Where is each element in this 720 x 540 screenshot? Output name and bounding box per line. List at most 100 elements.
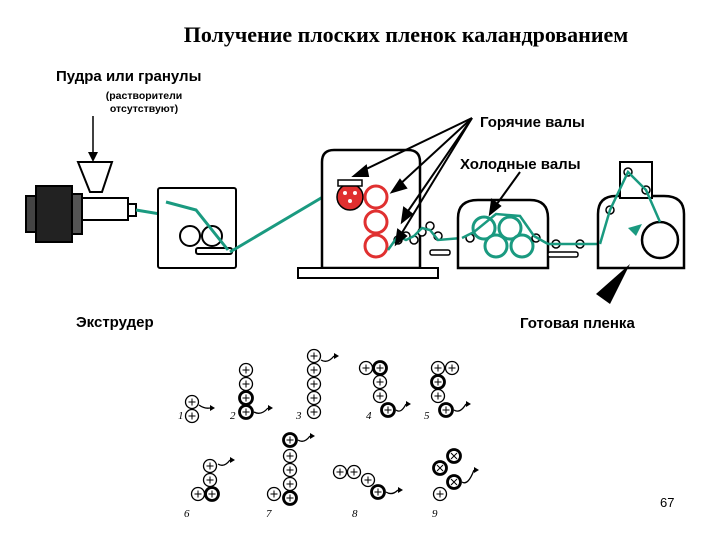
hot-roll-4	[363, 233, 389, 259]
extruder-coupling	[71, 193, 83, 235]
config-roll-mark	[336, 468, 344, 476]
config-roll-mark	[436, 490, 444, 498]
config-roll-mark	[442, 406, 450, 414]
finished-film-arrow	[596, 264, 630, 304]
film-path-7	[598, 169, 662, 245]
config-number: 5	[424, 410, 430, 422]
cold-roll-4	[509, 233, 535, 259]
extruder-motor	[35, 185, 73, 243]
config-arrowhead	[474, 467, 479, 473]
config-roll-mark	[242, 408, 250, 416]
cold-rolls-arrow	[488, 171, 521, 217]
config-roll-mark	[188, 412, 196, 420]
hot-roll-3	[363, 209, 389, 235]
cold-rolls-label: Холодные валы	[460, 156, 581, 173]
pre-roll-unit	[157, 187, 237, 269]
pre-roll-1	[179, 225, 201, 247]
config-roll-mark	[310, 394, 318, 402]
cold-roll-1	[471, 215, 497, 241]
config-roll-mark	[376, 392, 384, 400]
config-roll-mark	[350, 468, 358, 476]
cold-roll-3	[483, 233, 509, 259]
config-roll-mark	[188, 398, 196, 406]
extruder-die	[127, 203, 137, 217]
hot-roll-1	[336, 183, 364, 211]
page-number: 67	[660, 495, 675, 510]
config-roll-mark	[310, 366, 318, 374]
winding-roll	[640, 220, 680, 260]
config-arrowhead	[230, 457, 235, 463]
config-film-arrow	[395, 403, 407, 412]
config-roll-mark	[286, 452, 294, 460]
powder-note-2: отсутствуют)	[109, 103, 179, 115]
config-roll-mark	[434, 364, 442, 372]
cold-roll-2	[497, 215, 523, 241]
config-roll-mark	[242, 380, 250, 388]
config-number: 3	[296, 410, 302, 422]
config-arrowhead	[334, 353, 339, 359]
config-number: 9	[432, 508, 438, 520]
hot-rolls-arrows	[351, 117, 473, 247]
film-path-2	[165, 200, 230, 251]
config-roll-mark	[362, 364, 370, 372]
extruder-flange	[25, 195, 37, 233]
config-roll-mark	[374, 488, 382, 496]
config-number: 6	[184, 508, 190, 520]
config-number: 1	[178, 410, 184, 422]
config-number: 7	[266, 508, 272, 520]
config-roll-mark	[436, 464, 444, 472]
config-roll-mark	[242, 394, 250, 402]
config-film-arrow	[461, 469, 475, 484]
config-arrowhead	[310, 433, 315, 439]
config-film-arrow	[385, 489, 399, 495]
extruder-label: Экструдер	[76, 314, 154, 331]
config-roll-mark	[310, 408, 318, 416]
config-arrowhead	[398, 487, 403, 493]
extruder-barrel	[81, 197, 129, 221]
config-roll-mark	[450, 452, 458, 460]
config-roll-mark	[364, 476, 372, 484]
config-roll-mark	[434, 392, 442, 400]
finished-film-label: Готовая пленка	[520, 315, 635, 332]
winder-unit	[596, 161, 686, 270]
config-roll-mark	[286, 436, 294, 444]
config-roll-mark	[450, 478, 458, 486]
config-arrowhead	[210, 405, 215, 411]
config-film-arrow	[198, 404, 211, 409]
config-number: 4	[366, 410, 372, 422]
config-roll-mark	[434, 378, 442, 386]
transfer-rolls	[547, 239, 585, 258]
takeoff-guide	[429, 249, 451, 256]
config-number: 2	[230, 410, 236, 422]
config-film-arrow	[253, 407, 269, 414]
winder-blade	[628, 224, 642, 236]
config-film-arrow	[217, 459, 231, 466]
calender-feed	[337, 179, 363, 187]
hot-rolls-label: Горячие валы	[480, 114, 585, 131]
config-number: 8	[352, 508, 358, 520]
pre-roll-2	[201, 225, 223, 247]
config-roll-mark	[286, 494, 294, 502]
config-roll-mark	[376, 378, 384, 386]
config-roll-mark	[376, 364, 384, 372]
config-arrowhead	[406, 401, 411, 407]
config-roll-mark	[286, 466, 294, 474]
config-roll-mark	[270, 490, 278, 498]
powder-note-1: (растворители	[105, 90, 183, 102]
config-arrowhead	[466, 401, 471, 407]
film-path-3	[229, 186, 339, 254]
config-roll-mark	[206, 462, 214, 470]
slide-title: Получение плоских пленок каландрованием	[183, 22, 629, 47]
config-film-arrow	[453, 403, 467, 412]
hot-roll-1-dot	[348, 199, 352, 203]
config-roll-mark	[310, 352, 318, 360]
calender-base	[297, 267, 439, 279]
hot-roll-2	[363, 184, 389, 210]
config-film-arrow	[297, 435, 311, 442]
config-roll-mark	[448, 364, 456, 372]
roll-configurations	[184, 348, 479, 506]
cooling-unit	[456, 198, 550, 270]
powder-label: Пудра или гранулы	[56, 68, 202, 85]
